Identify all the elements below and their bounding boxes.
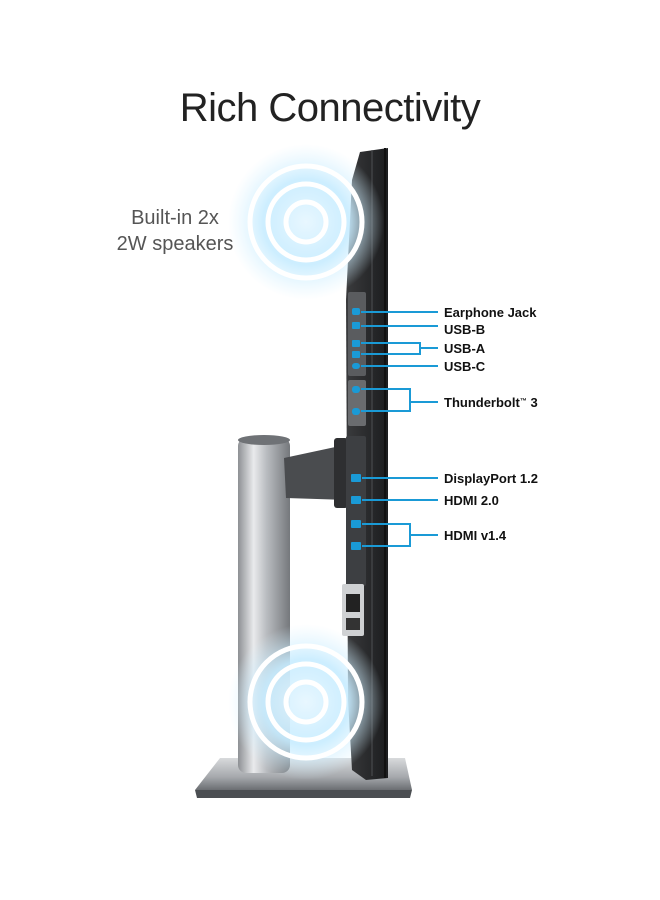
label-earphone-jack: Earphone Jack bbox=[444, 305, 537, 320]
speaker-caption-line1: Built-in 2x bbox=[131, 207, 219, 229]
leader-lines bbox=[361, 311, 438, 547]
label-thunderbolt-tm: ™ bbox=[519, 398, 527, 405]
label-usb-a: USB-A bbox=[444, 341, 486, 356]
speaker-glow-bottom bbox=[228, 624, 384, 780]
speaker-caption: Built-in 2x 2W speakers bbox=[100, 205, 250, 257]
label-thunderbolt-name: Thunderbolt bbox=[444, 395, 520, 410]
label-displayport: DisplayPort 1.2 bbox=[444, 471, 538, 486]
hinge-arm bbox=[284, 438, 348, 508]
page-title: Rich Connectivity bbox=[179, 86, 481, 130]
label-thunderbolt: Thunderbolt™ 3 bbox=[444, 395, 538, 410]
port-markers bbox=[351, 308, 361, 550]
speaker-caption-line2: 2W speakers bbox=[116, 233, 234, 255]
speaker-glow-top bbox=[228, 144, 384, 300]
label-usb-b: USB-B bbox=[444, 322, 486, 337]
label-usb-c: USB-C bbox=[444, 359, 486, 374]
label-hdmi-20: HDMI 2.0 bbox=[444, 493, 499, 508]
label-hdmi-14: HDMI v1.4 bbox=[444, 528, 507, 543]
label-thunderbolt-version: 3 bbox=[526, 395, 538, 410]
